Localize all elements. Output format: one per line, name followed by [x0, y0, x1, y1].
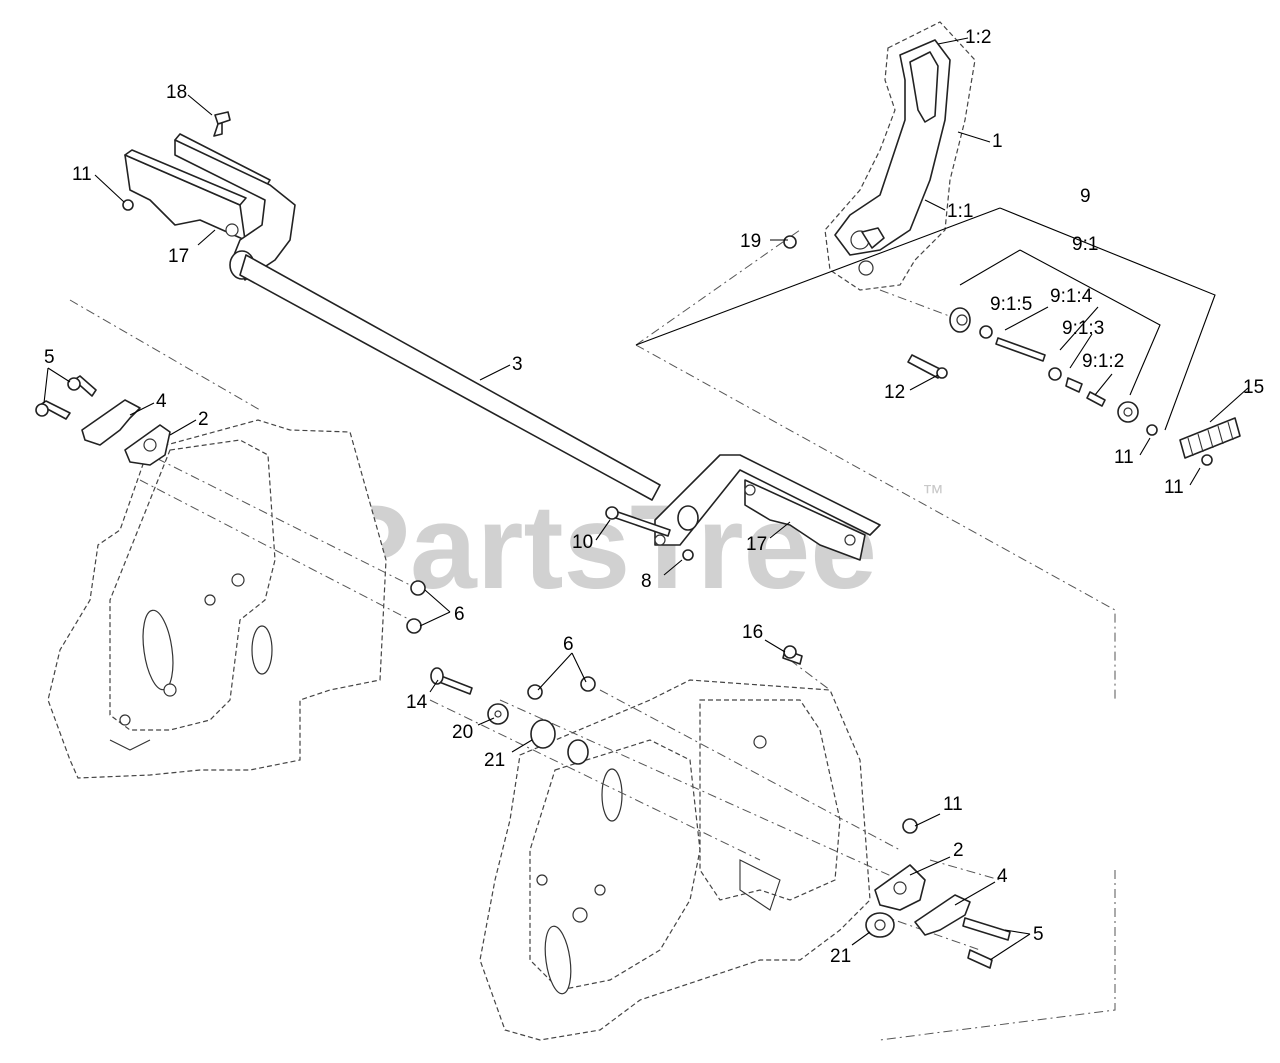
callout-19: 19 — [740, 231, 761, 252]
callout-11-spring-b: 11 — [1164, 477, 1184, 498]
right-bearing-hardware — [865, 864, 1011, 969]
callout-1-2: 1:2 — [965, 27, 991, 48]
callout-labels: 1:2 1 1:1 9 9:1 9:1:5 9:1:4 9:1:3 9:1:2 … — [44, 27, 1264, 967]
callout-4-right: 4 — [997, 866, 1008, 887]
callout-17-right: 17 — [746, 534, 767, 555]
callout-18: 18 — [166, 82, 187, 103]
callout-2-left: 2 — [198, 409, 209, 430]
callout-8: 8 — [641, 571, 652, 592]
callout-9-1-2: 9:1:2 — [1082, 351, 1124, 372]
right-frame-plate — [479, 679, 871, 1041]
callout-5-right: 5 — [1033, 924, 1044, 945]
callout-16: 16 — [742, 622, 763, 643]
callout-12: 12 — [884, 382, 905, 403]
watermark-trademark: ™ — [922, 480, 944, 505]
callout-5-left: 5 — [44, 347, 55, 368]
callout-20: 20 — [452, 722, 473, 743]
callout-14: 14 — [406, 692, 428, 713]
cross-shaft — [122, 111, 881, 561]
callout-9-1-5: 9:1:5 — [990, 294, 1032, 315]
left-bearing-hardware — [35, 375, 171, 466]
callout-9-1: 9:1 — [1072, 234, 1098, 255]
watermark-text: PartsTree — [330, 480, 877, 614]
callout-21-lower: 21 — [830, 946, 851, 967]
callout-15: 15 — [1243, 377, 1264, 398]
callout-21-mid: 21 — [484, 750, 505, 771]
middle-hardware — [406, 580, 918, 834]
callout-6-mid: 6 — [563, 634, 574, 655]
callout-1: 1 — [992, 131, 1003, 152]
pedal-assembly — [824, 21, 976, 291]
callout-11-lower: 11 — [943, 794, 963, 815]
leader-lines — [43, 37, 1249, 961]
callout-11-spring-a: 11 — [1114, 447, 1134, 468]
linkage-rod-parts — [783, 235, 1241, 466]
left-frame-plate — [47, 419, 387, 779]
callout-11-topleft: 11 — [72, 164, 92, 185]
callout-17-left: 17 — [168, 246, 189, 267]
callout-10: 10 — [572, 532, 593, 553]
callout-1-1: 1:1 — [947, 201, 973, 222]
callout-9: 9 — [1080, 186, 1091, 207]
callout-3: 3 — [512, 354, 523, 375]
callout-6-left: 6 — [454, 604, 465, 625]
callout-2-right: 2 — [953, 840, 964, 861]
callout-9-1-4: 9:1:4 — [1050, 286, 1093, 307]
linkage-box — [635, 207, 1216, 431]
callout-4-left: 4 — [156, 391, 167, 412]
callout-9-1-3: 9:1:3 — [1062, 318, 1104, 339]
